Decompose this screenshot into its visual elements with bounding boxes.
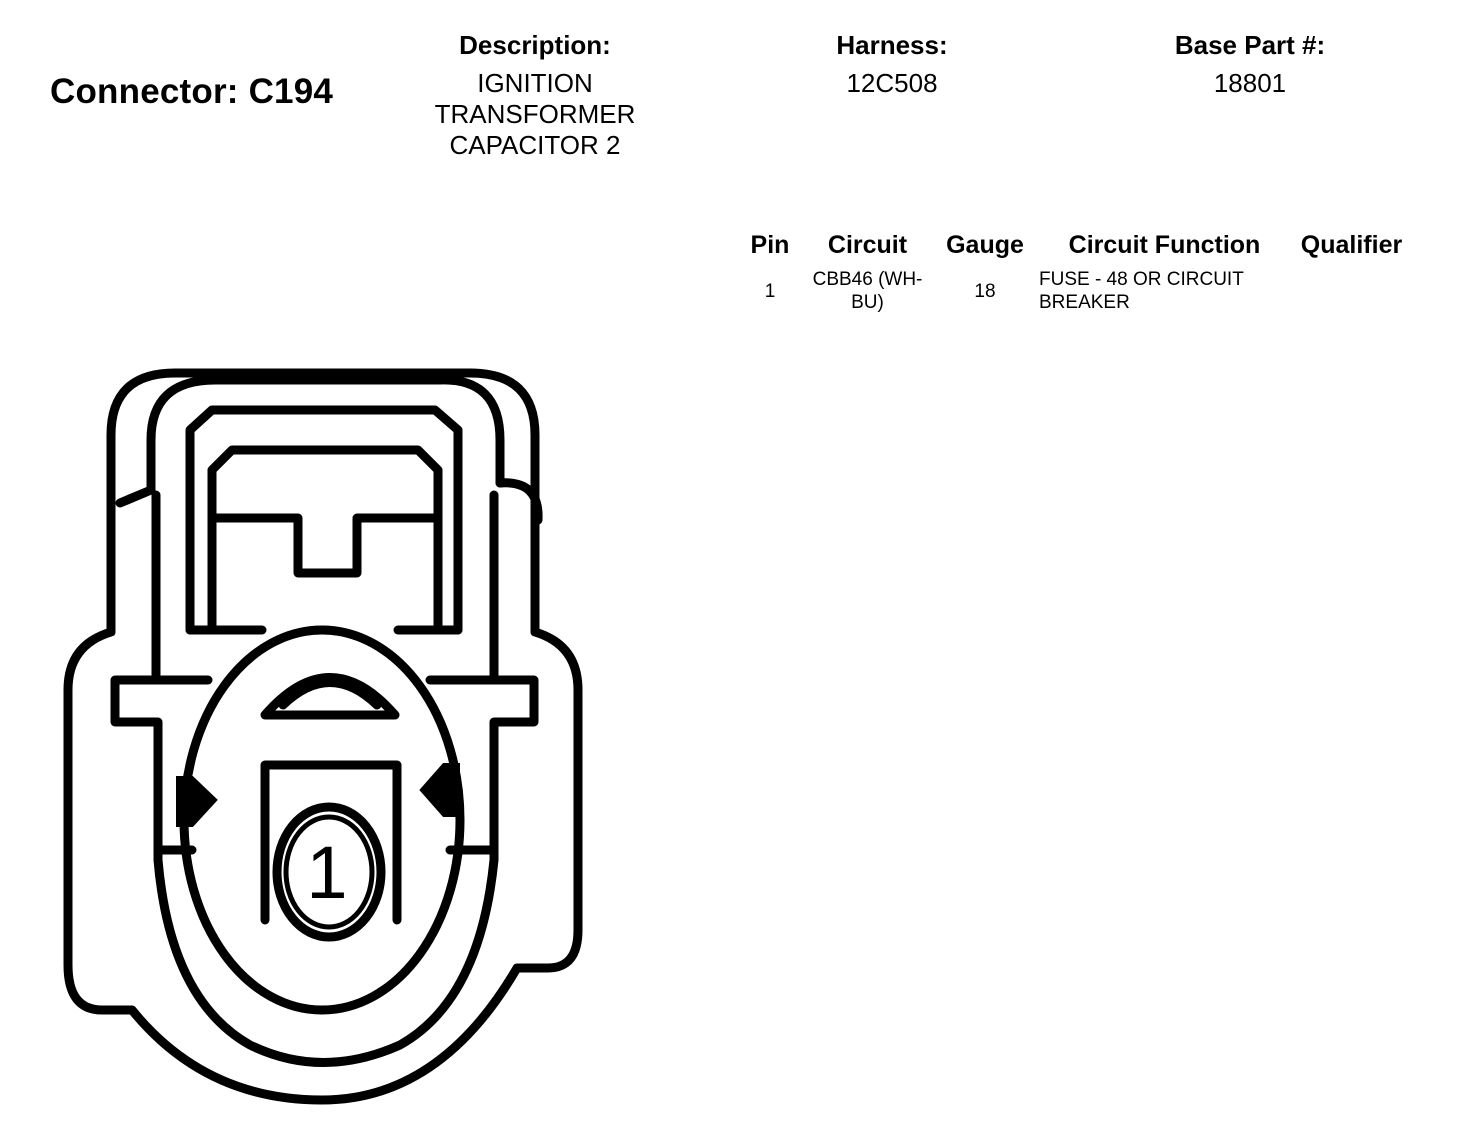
table-row: 1 CBB46 (WH- BU) 18 FUSE - 48 OR CIRCUIT… bbox=[740, 262, 1409, 314]
polarization-key bbox=[260, 673, 400, 720]
harness-block: Harness: 12C508 bbox=[792, 30, 992, 99]
base-part-value: 18801 bbox=[1213, 68, 1287, 98]
pin-1-circle-inner bbox=[283, 814, 375, 930]
harness-label: Harness: bbox=[836, 30, 948, 60]
cell-circuit-line: CBB46 (WH- bbox=[812, 269, 923, 290]
description-value: IGNITION TRANSFORMER CAPACITOR 2 bbox=[405, 68, 665, 161]
column-header-pin: Pin bbox=[750, 230, 790, 259]
terminal-pocket bbox=[260, 760, 402, 925]
connector-face-diagram: 1 bbox=[63, 368, 583, 1105]
cell-circuit-function: FUSE - 48 OR CIRCUIT BREAKER bbox=[1035, 262, 1294, 314]
lower-u-housing bbox=[153, 845, 499, 1067]
right-flange bbox=[425, 675, 539, 855]
description-block: Description: IGNITION TRANSFORMER CAPACI… bbox=[405, 30, 665, 161]
description-line: CAPACITOR 2 bbox=[449, 130, 621, 160]
latch-inner-frame bbox=[207, 445, 443, 630]
housing-outer-outline bbox=[63, 368, 583, 1105]
description-line: TRANSFORMER bbox=[434, 99, 636, 129]
table-header-row: Pin Circuit Gauge Circuit Function Quali… bbox=[740, 228, 1409, 262]
cell-function-line: BREAKER bbox=[1039, 292, 1130, 313]
pin-number-label: 1 bbox=[306, 831, 347, 914]
locking-tab-right bbox=[419, 763, 460, 817]
description-line: IGNITION bbox=[477, 68, 593, 98]
column-header-circuit: Circuit bbox=[827, 230, 908, 259]
housing-side-bump bbox=[495, 478, 543, 525]
column-header-circuit-function: Circuit Function bbox=[1068, 230, 1261, 259]
left-flange bbox=[110, 675, 213, 855]
latch-notch bbox=[207, 513, 443, 578]
cell-qualifier bbox=[1294, 262, 1409, 314]
description-label: Description: bbox=[459, 30, 611, 60]
base-part-label: Base Part #: bbox=[1174, 30, 1326, 60]
column-header-qualifier: Qualifier bbox=[1300, 230, 1403, 259]
pin-1-circle bbox=[272, 802, 386, 942]
cell-circuit-line: BU) bbox=[851, 292, 884, 313]
polarization-key-inner bbox=[278, 678, 382, 710]
cell-function-line: FUSE - 48 OR CIRCUIT bbox=[1039, 269, 1244, 290]
cell-gauge: 18 bbox=[974, 280, 996, 302]
latch-outer-frame bbox=[185, 405, 463, 635]
harness-value: 12C508 bbox=[846, 68, 938, 98]
pin-table: Pin Circuit Gauge Circuit Function Quali… bbox=[740, 228, 1409, 314]
cell-pin: 1 bbox=[764, 280, 776, 302]
locking-tab-left bbox=[176, 776, 218, 827]
base-part-block: Base Part #: 18801 bbox=[1150, 30, 1350, 99]
cell-circuit: CBB46 (WH- BU) bbox=[800, 262, 935, 314]
housing-inner-shell bbox=[115, 375, 505, 508]
connector-title: Connector: C194 bbox=[50, 72, 334, 111]
column-header-gauge: Gauge bbox=[946, 230, 1024, 259]
